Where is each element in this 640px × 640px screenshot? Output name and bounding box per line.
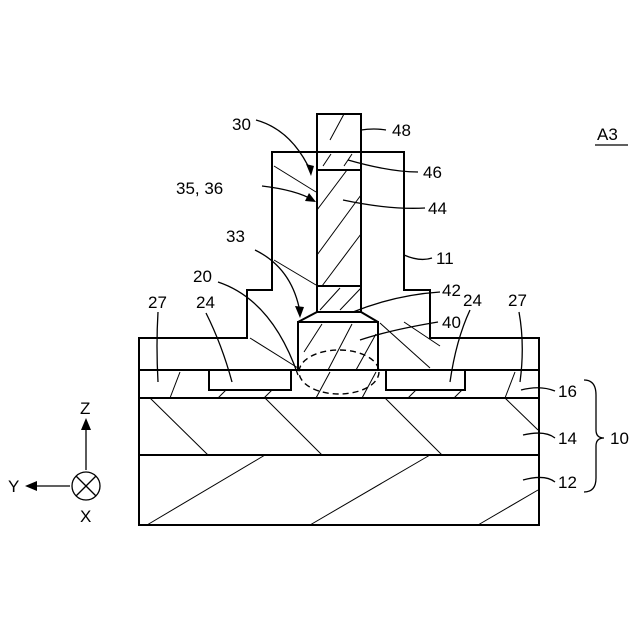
layer-12 [139,455,539,525]
element-46 [317,152,361,170]
axis-indicator [25,418,100,500]
element-40 [298,322,378,370]
layer-14-hatch [150,398,538,455]
stack-hatch [317,114,361,310]
element-42 [317,286,361,312]
label-10: 10 [610,429,629,448]
label-27-right: 27 [508,291,527,310]
axis-x-label: X [80,507,91,526]
leader-lines [157,120,604,492]
label-33: 33 [226,227,245,246]
label-20: 20 [193,267,212,286]
recess-24-outline [139,370,298,390]
label-16: 16 [558,382,577,401]
region-20 [299,350,379,394]
axis-z-label: Z [80,399,90,418]
label-30: 30 [232,115,251,134]
label-12: 12 [558,473,577,492]
label-44: 44 [428,199,447,218]
label-14: 14 [558,429,577,448]
label-42: 42 [442,281,461,300]
label-48: 48 [392,121,411,140]
axis-y-label: Y [8,477,19,496]
layer-12-hatch [147,455,538,525]
label-40: 40 [442,313,461,332]
element-44 [317,170,361,286]
element-48 [317,114,361,152]
label-24-right: 24 [463,291,482,310]
element-40-hatch [304,324,376,370]
label-27-left: 27 [148,293,167,312]
label-11: 11 [436,249,454,268]
figure-id-label: A3 [597,125,618,144]
label-46: 46 [423,163,442,182]
label-35-36: 35, 36 [176,179,223,198]
label-24-left: 24 [196,293,215,312]
